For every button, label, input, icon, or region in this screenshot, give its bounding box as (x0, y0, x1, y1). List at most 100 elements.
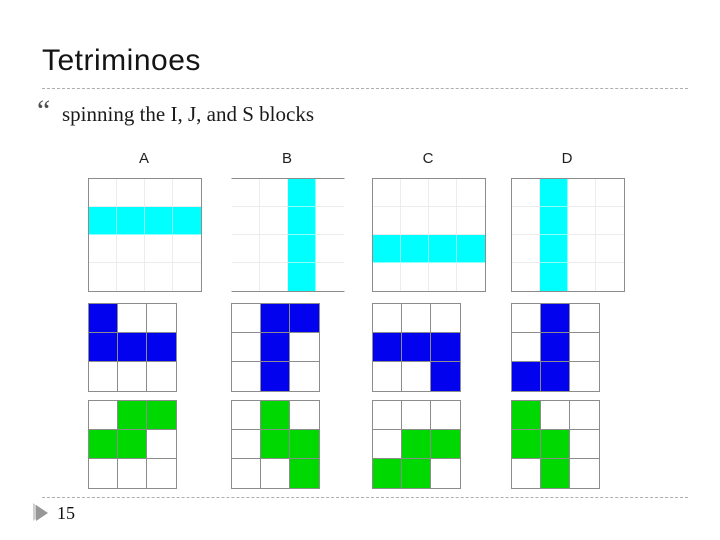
empty-cell (261, 459, 290, 488)
empty-cell (457, 179, 485, 207)
piece-grid-S-A (88, 400, 177, 489)
column-header-a: A (138, 150, 150, 167)
block-cell-I (457, 235, 485, 263)
block-cell-I (373, 235, 401, 263)
block-cell-I (401, 235, 429, 263)
empty-cell (570, 333, 599, 362)
empty-cell (173, 263, 201, 291)
empty-cell (431, 459, 460, 488)
column-header-d: D (561, 150, 573, 167)
empty-cell (373, 304, 402, 333)
column-header-b: B (281, 150, 293, 167)
column-header-c: C (422, 150, 434, 167)
empty-cell (173, 179, 201, 207)
empty-cell (232, 207, 260, 235)
empty-cell (512, 179, 540, 207)
block-cell-S (541, 459, 570, 488)
empty-cell (568, 263, 596, 291)
empty-cell (232, 263, 260, 291)
block-cell-I (540, 179, 568, 207)
empty-cell (402, 362, 431, 391)
empty-cell (145, 235, 173, 263)
block-cell-S (147, 401, 176, 430)
block-cell-S (261, 430, 290, 459)
empty-cell (260, 179, 288, 207)
block-cell-I (173, 207, 201, 235)
block-cell-J (89, 333, 118, 362)
footer-divider (42, 497, 688, 498)
empty-cell (117, 263, 145, 291)
block-cell-S (431, 430, 460, 459)
empty-cell (373, 179, 401, 207)
empty-cell (147, 304, 176, 333)
piece-grid-I-D (511, 178, 625, 292)
empty-cell (401, 179, 429, 207)
empty-cell (401, 263, 429, 291)
page-number: 15 (57, 503, 75, 523)
piece-grid-J-D (511, 303, 600, 392)
empty-cell (373, 362, 402, 391)
piece-grid-J-B (231, 303, 320, 392)
empty-cell (457, 207, 485, 235)
block-cell-I (429, 235, 457, 263)
empty-cell (373, 430, 402, 459)
empty-cell (431, 401, 460, 430)
piece-grid-S-C (372, 400, 461, 489)
empty-cell (570, 459, 599, 488)
block-cell-S (512, 430, 541, 459)
empty-cell (512, 333, 541, 362)
empty-cell (570, 304, 599, 333)
piece-grid-S-D (511, 400, 600, 489)
empty-cell (373, 263, 401, 291)
empty-cell (260, 235, 288, 263)
block-cell-J (431, 362, 460, 391)
block-cell-J (373, 333, 402, 362)
block-cell-I (540, 207, 568, 235)
empty-cell (373, 401, 402, 430)
empty-cell (232, 235, 260, 263)
empty-cell (147, 362, 176, 391)
slide-title: Tetriminoes (42, 44, 201, 77)
empty-cell (570, 401, 599, 430)
empty-cell (147, 459, 176, 488)
block-cell-I (288, 207, 316, 235)
empty-cell (596, 179, 624, 207)
block-cell-S (373, 459, 402, 488)
piece-grid-I-C (372, 178, 486, 292)
empty-cell (118, 459, 147, 488)
empty-cell (89, 263, 117, 291)
empty-cell (232, 333, 261, 362)
block-cell-I (288, 235, 316, 263)
empty-cell (118, 304, 147, 333)
empty-cell (568, 207, 596, 235)
block-cell-J (402, 333, 431, 362)
block-cell-I (288, 263, 316, 291)
block-cell-J (147, 333, 176, 362)
empty-cell (89, 235, 117, 263)
empty-cell (145, 179, 173, 207)
empty-cell (373, 207, 401, 235)
empty-cell (512, 235, 540, 263)
block-cell-S (118, 430, 147, 459)
block-cell-J (261, 333, 290, 362)
empty-cell (316, 263, 344, 291)
block-cell-S (541, 430, 570, 459)
piece-grid-J-C (372, 303, 461, 392)
empty-cell (512, 459, 541, 488)
block-cell-I (89, 207, 117, 235)
empty-cell (429, 207, 457, 235)
piece-grid-I-A (88, 178, 202, 292)
empty-cell (568, 179, 596, 207)
empty-cell (457, 263, 485, 291)
empty-cell (89, 179, 117, 207)
empty-cell (596, 207, 624, 235)
empty-cell (290, 333, 319, 362)
empty-cell (260, 207, 288, 235)
block-cell-S (512, 401, 541, 430)
block-cell-I (540, 235, 568, 263)
block-cell-S (118, 401, 147, 430)
empty-cell (232, 179, 260, 207)
piece-grid-J-A (88, 303, 177, 392)
empty-cell (541, 401, 570, 430)
